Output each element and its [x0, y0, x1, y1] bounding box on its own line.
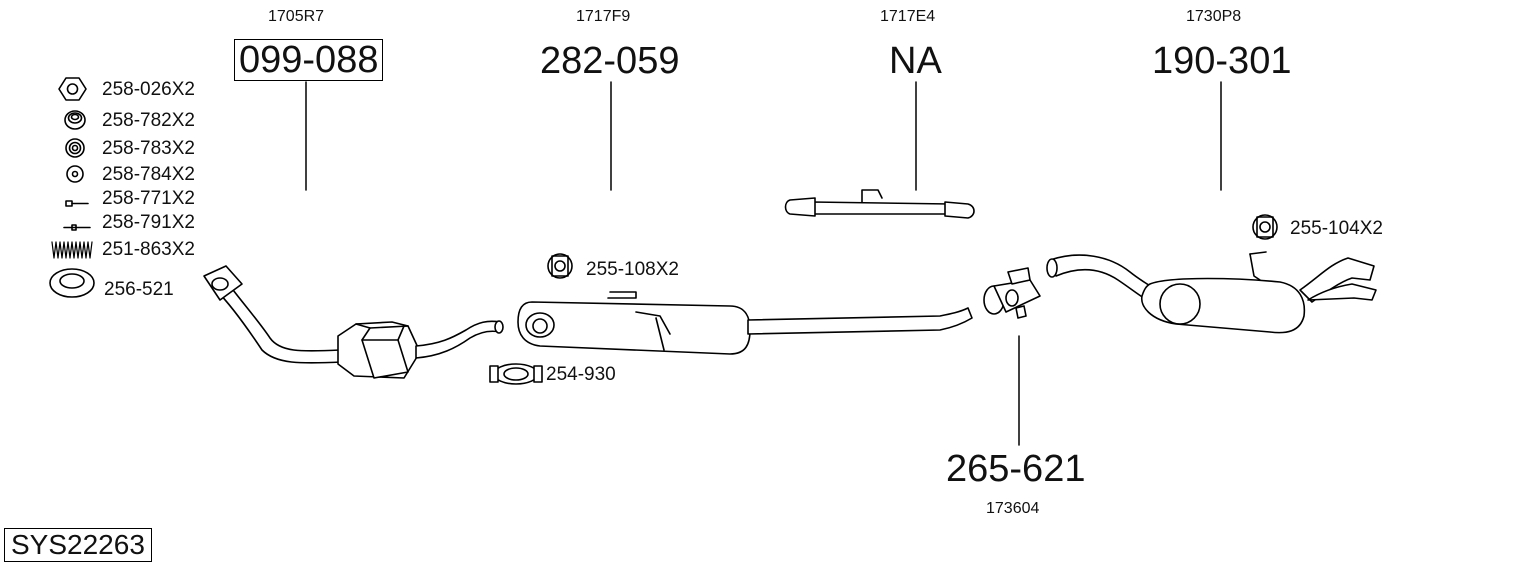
- fitting-label[interactable]: 251-863X2: [102, 239, 195, 260]
- coil-spring-icon: [51, 241, 93, 259]
- rubber-mount-icon: [547, 253, 573, 279]
- leader-lines: [305, 81, 1222, 446]
- front-pipe-catalyst: [203, 265, 504, 379]
- fitting-label[interactable]: 256-521: [104, 279, 174, 300]
- connector-clamp: [983, 267, 1041, 319]
- rear-silencer: [1046, 251, 1377, 334]
- fitting-label[interactable]: 258-791X2: [102, 212, 195, 233]
- flat-washer-icon: [66, 165, 84, 183]
- mount-label[interactable]: 255-108X2: [586, 259, 679, 280]
- part-number-3[interactable]: NA: [889, 40, 942, 82]
- centre-silencer: [517, 291, 973, 355]
- rubber-mount-icon: [1252, 214, 1278, 240]
- part-number-4[interactable]: 190-301: [1152, 40, 1292, 82]
- part-number-5[interactable]: 265-621: [946, 448, 1086, 490]
- system-code-badge: SYS22263: [4, 528, 152, 562]
- bolt-icon: [65, 200, 89, 207]
- fitting-label[interactable]: 258-784X2: [102, 164, 195, 185]
- gasket-ring-icon: [49, 268, 95, 298]
- fitting-label[interactable]: 258-026X2: [102, 79, 195, 100]
- ref-code-3: 1717E4: [880, 8, 936, 25]
- fitting-label[interactable]: 258-783X2: [102, 138, 195, 159]
- intermediate-pipe: [784, 189, 975, 219]
- ref-code-2: 1717F9: [576, 8, 631, 25]
- ref-code-5: 173604: [986, 500, 1040, 517]
- stud-icon: [63, 224, 91, 231]
- part-number-1[interactable]: 099-088: [234, 39, 384, 81]
- fitting-label[interactable]: 258-771X2: [102, 188, 195, 209]
- mount-label[interactable]: 255-104X2: [1290, 218, 1383, 239]
- pipe-clamp-icon: [489, 363, 543, 385]
- ref-code-4: 1730P8: [1186, 8, 1242, 25]
- spring-washer-icon: [64, 110, 86, 130]
- clamp-label[interactable]: 254-930: [546, 364, 616, 385]
- washer-icon: [65, 138, 85, 158]
- fitting-label[interactable]: 258-782X2: [102, 110, 195, 131]
- ref-code-1: 1705R7: [268, 8, 325, 25]
- hex-nut-icon: [58, 77, 87, 101]
- part-number-2[interactable]: 282-059: [540, 40, 680, 82]
